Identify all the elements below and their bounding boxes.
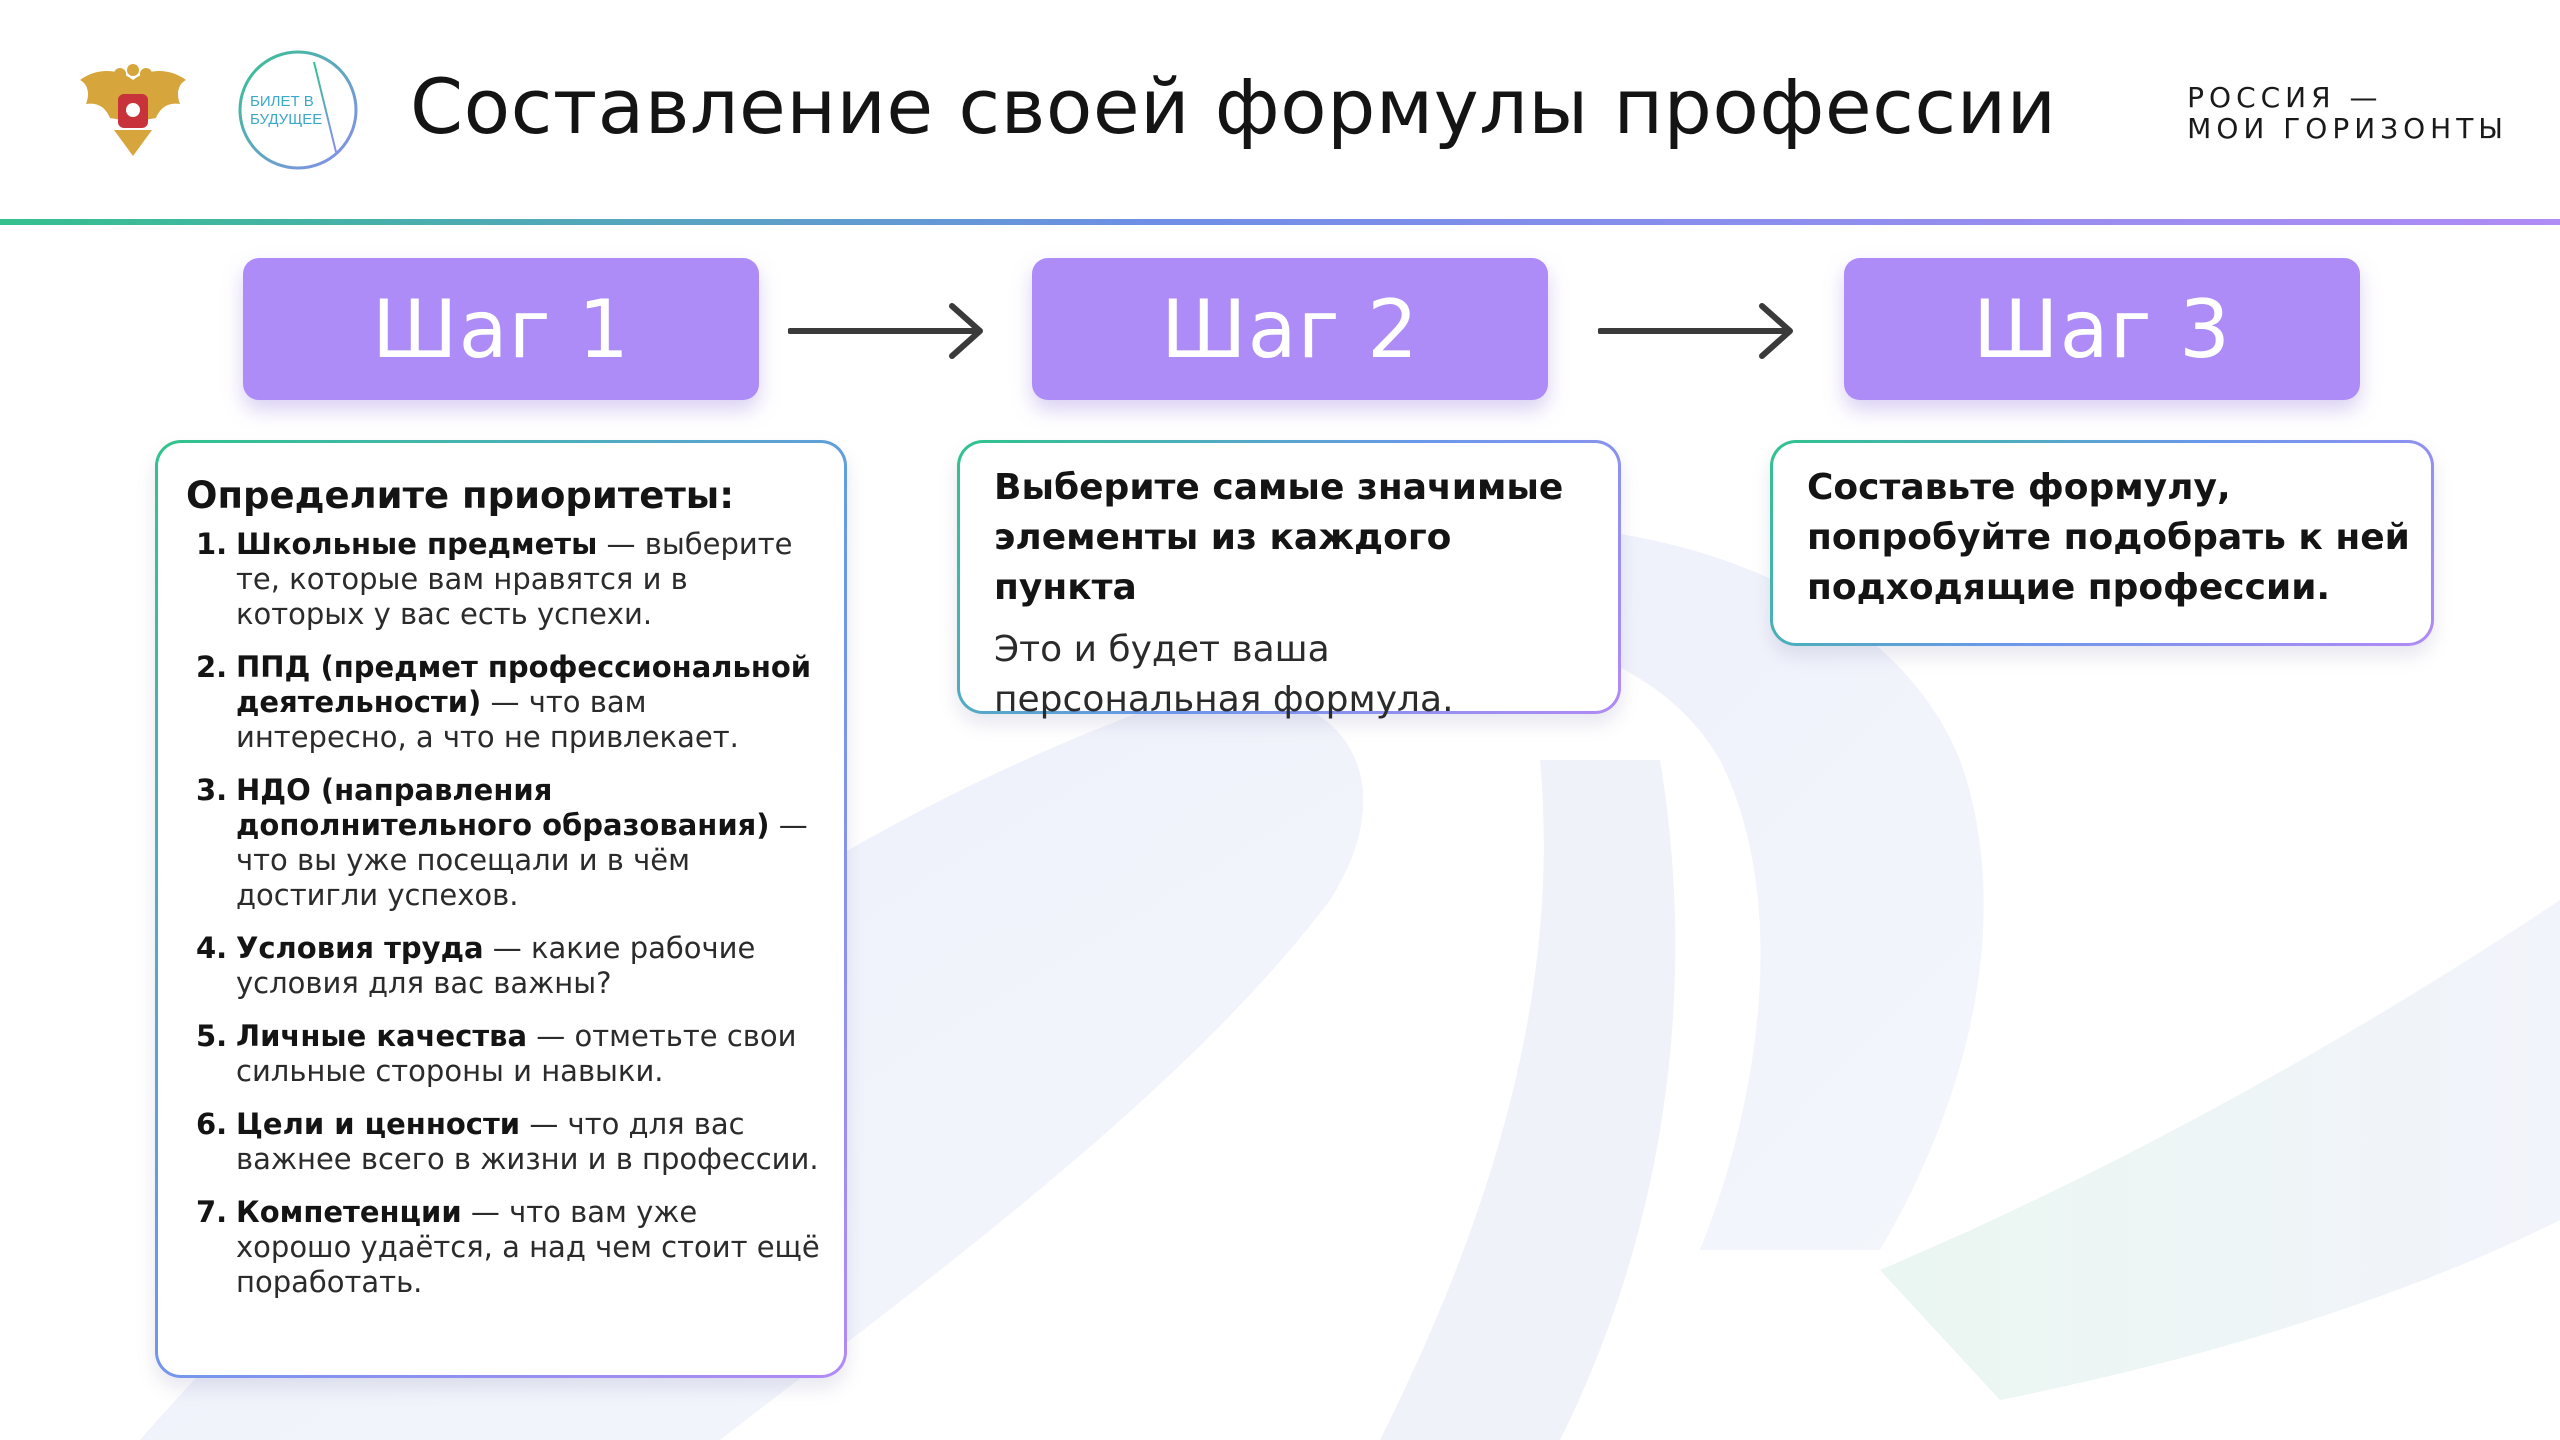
list-item: 6.Цели и ценности — что для вас важнее в… bbox=[196, 1107, 819, 1176]
svg-text:БУДУЩЕЕ: БУДУЩЕЕ bbox=[250, 111, 322, 128]
header-divider bbox=[0, 219, 2560, 225]
select-elements-title: Выберите самые значимые элементы из кажд… bbox=[994, 467, 1564, 608]
page-title: Составление своей формулы профессии bbox=[410, 62, 2057, 151]
ticket-to-future-logo: БИЛЕТ В БУДУЩЕЕ bbox=[238, 50, 358, 170]
step-2-badge: Шаг 2 bbox=[1032, 258, 1548, 400]
list-item: 3.НДО (направления дополнительного образ… bbox=[196, 773, 808, 912]
list-item: 7.Компетенции — что вам уже хорошо удаёт… bbox=[196, 1195, 820, 1299]
svg-text:БИЛЕТ В: БИЛЕТ В bbox=[250, 93, 314, 110]
list-item: 1.Школьные предметы — выберите те, котор… bbox=[196, 527, 793, 631]
step-1-badge: Шаг 1 bbox=[243, 258, 759, 400]
list-item: 4.Условия труда — какие рабочие условия … bbox=[196, 931, 756, 1000]
select-elements-text: Это и будет ваша персональная формула. bbox=[994, 629, 1454, 720]
priorities-card: Определите приоритеты: 1.Школьные предме… bbox=[155, 440, 847, 1378]
select-elements-card: Выберите самые значимые элементы из кажд… bbox=[957, 440, 1621, 720]
brand-line-2: МОИ ГОРИЗОНТЫ bbox=[2187, 112, 2508, 145]
list-item: 2.ППД (предмет профессиональной деятельн… bbox=[196, 650, 812, 754]
brand-line-1: РОССИЯ — bbox=[2187, 81, 2383, 114]
compose-formula-card: Составьте формулу, попробуйте подобрать … bbox=[1770, 440, 2434, 646]
priorities-title: Определите приоритеты: bbox=[186, 474, 735, 517]
compose-formula-title: Составьте формулу, попробуйте подобрать … bbox=[1807, 467, 2410, 608]
priorities-list: 1.Школьные предметы — выберите те, котор… bbox=[186, 527, 820, 1300]
list-item: 5.Личные качества — отметьте свои сильны… bbox=[196, 1019, 797, 1088]
arrow-right-icon bbox=[1598, 303, 1793, 359]
step-3-badge: Шаг 3 bbox=[1844, 258, 2360, 400]
brand-logo: РОССИЯ — МОИ ГОРИЗОНТЫ bbox=[2187, 82, 2508, 144]
coat-of-arms-icon bbox=[80, 64, 186, 156]
arrow-right-icon bbox=[788, 303, 983, 359]
